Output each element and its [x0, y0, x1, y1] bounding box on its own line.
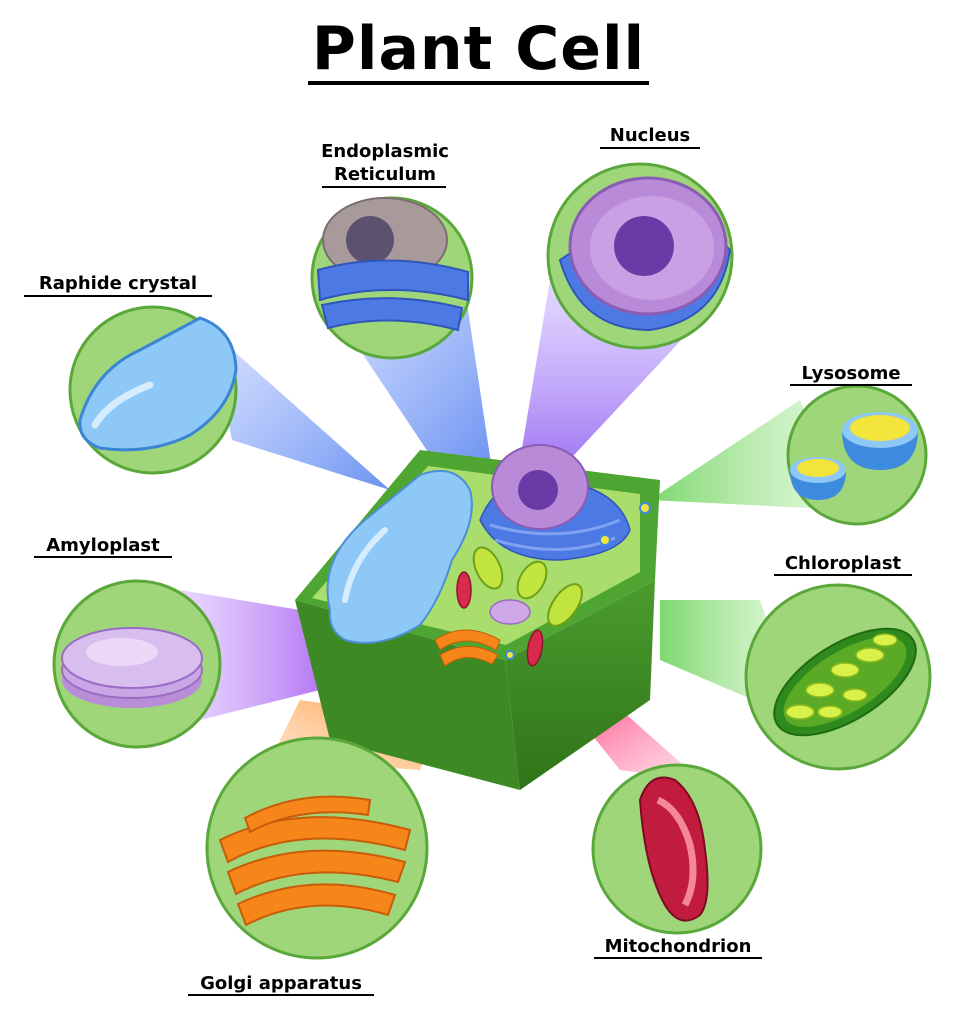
nucleus-circle	[546, 162, 734, 350]
label-chloroplast: Chloroplast	[784, 553, 902, 574]
mitochondrion-circle	[591, 763, 763, 935]
label-amyloplast: Amyloplast	[46, 535, 160, 556]
golgi-circle	[205, 736, 429, 960]
cell-front-face	[505, 580, 655, 790]
label-endoplasmic-reticulum: Endoplasmic Reticulum	[300, 140, 470, 186]
label-nucleus: Nucleus	[609, 125, 691, 146]
er-circle	[310, 196, 474, 360]
cell-golgi	[434, 629, 501, 667]
cell-mitochondria	[456, 571, 544, 667]
label-underlines	[24, 147, 912, 996]
vacuole-highlight	[342, 527, 388, 603]
chloroplast-circle	[744, 583, 932, 771]
label-lysosome: Lysosome	[801, 363, 901, 384]
label-mitochondrion: Mitochondrion	[604, 936, 752, 957]
label-golgi-apparatus: Golgi apparatus	[200, 973, 362, 994]
label-er-line2: Reticulum	[333, 164, 437, 185]
cell-amyloplast	[489, 599, 531, 625]
page-title: Plant Cell	[0, 14, 957, 85]
lysosome-circle	[786, 384, 928, 526]
label-er-line1: Endoplasmic	[321, 141, 449, 162]
amyloplast-circle	[52, 579, 222, 749]
plant-cell	[295, 444, 660, 790]
label-raphide-crystal: Raphide crystal	[38, 273, 198, 294]
beam-raphide	[210, 330, 390, 490]
vacuole	[326, 470, 473, 644]
cell-chloroplasts	[472, 546, 583, 627]
cell-nucleolus	[518, 470, 558, 510]
raphide-circle	[68, 305, 238, 475]
cell-lysosomes	[505, 502, 651, 660]
